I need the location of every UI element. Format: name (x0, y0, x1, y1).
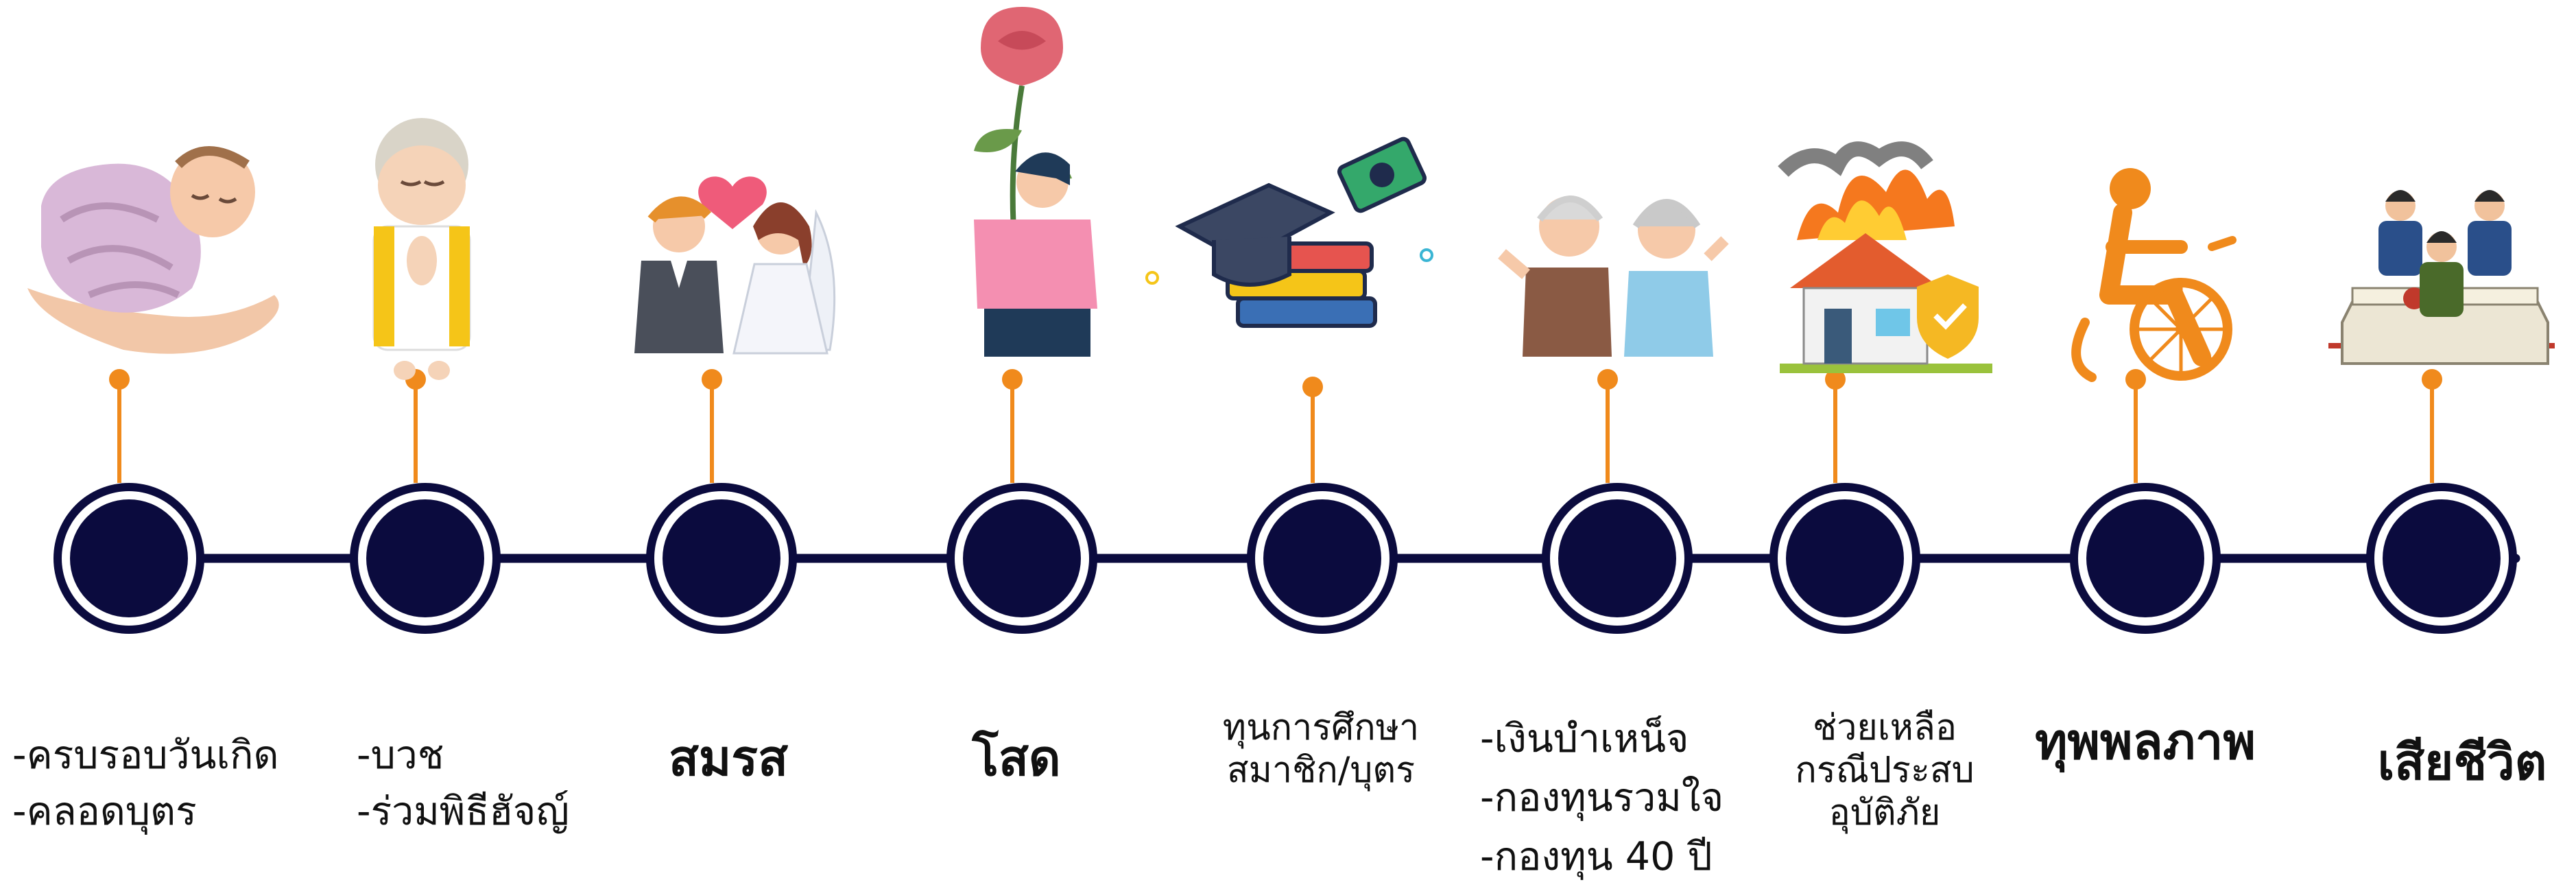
stage-label-line: -บวช (357, 733, 444, 778)
timeline-nodes (53, 483, 2517, 634)
stage-icons (27, 7, 2555, 382)
stage-label-line: -ครบรอบวันเกิด (12, 733, 279, 778)
wheelchair-icon (2071, 168, 2237, 382)
timeline-node-birth (70, 499, 188, 617)
baby-in-hands-icon (27, 146, 279, 354)
connector-dot-birth (109, 369, 130, 390)
stage-label-birth: -ครบรอบวันเกิด -คลอดบุตร (12, 727, 279, 840)
connector-dot-disaster (1825, 369, 1846, 390)
stage-label-line: ทุพพลภาพ (2035, 713, 2256, 770)
timeline-node-retire (1558, 499, 1676, 617)
stage-label-line: -กองทุนรวมใจ (1480, 775, 1724, 820)
stage-label-line: -คลอดบุตร (12, 789, 197, 834)
stage-label-line: ทุนการศึกษา (1222, 707, 1420, 748)
stage-label-retire: -เงินบำเหน็จ -กองทุนรวมใจ -กองทุน 40 ปี (1480, 709, 1724, 886)
stage-label-line: -กองทุน 40 ปี (1480, 834, 1713, 879)
graduation-cap-money-icon (1145, 137, 1433, 328)
stage-label-line: ช่วยเหลือ (1812, 707, 1957, 748)
connector-dot-marry (702, 369, 722, 390)
stage-label-single: โสด (972, 727, 1060, 789)
stage-label-line: -ร่วมพิธีฮัจญ์ (357, 789, 569, 834)
connector-dot-disability (2125, 369, 2146, 390)
timeline-node-education (1263, 499, 1381, 617)
stage-label-death: เสียชีวิต (2378, 731, 2547, 793)
timeline-node-single (963, 499, 1081, 617)
timeline-node-disability (2086, 499, 2204, 617)
stage-label-line: สมาชิก/บุตร (1226, 750, 1416, 791)
stage-label-line: กรณีประสบ (1795, 750, 1975, 791)
stage-label-marry: สมรส (669, 727, 788, 789)
stage-label-line: โสด (972, 729, 1061, 787)
connector-dot-single (1002, 369, 1023, 390)
wedding-couple-icon (634, 176, 836, 355)
timeline-node-marry (663, 499, 780, 617)
stage-label-line: สมรส (668, 729, 789, 787)
timeline-node-ordain (366, 499, 484, 617)
connector-dot-death (2422, 369, 2442, 390)
stage-label-line: เสียชีวิต (2377, 733, 2547, 791)
stage-label-ordain: -บวช -ร่วมพิธีฮัจญ์ (357, 727, 569, 840)
stage-label-disaster: ช่วยเหลือกรณีประสบอุบัติภัย (1795, 707, 1974, 834)
house-fire-shield-icon (1778, 141, 1992, 373)
timeline-node-death (2383, 499, 2501, 617)
connector-dot-retire (1597, 369, 1618, 390)
stage-label-disability: ทุพพลภาพ (2035, 711, 2256, 772)
stage-label-line: อุบัติภัย (1828, 792, 1941, 833)
funeral-coffin-icon (2328, 190, 2555, 365)
monk-icon (372, 118, 471, 380)
elderly-couple-icon (1498, 195, 1729, 357)
timeline-node-disaster (1786, 499, 1904, 617)
stage-label-education: ทุนการศึกษาสมาชิก/บุตร (1223, 707, 1419, 792)
timeline-connectors (109, 369, 2442, 483)
woman-with-rose-icon (974, 7, 1097, 357)
stage-label-line: -เงินบำเหน็จ (1480, 716, 1689, 761)
connector-dot-education (1302, 377, 1323, 397)
